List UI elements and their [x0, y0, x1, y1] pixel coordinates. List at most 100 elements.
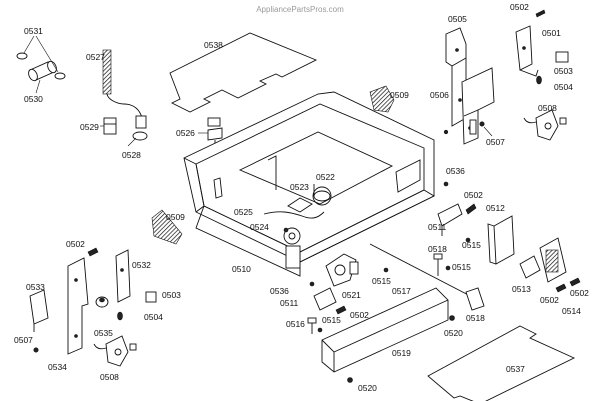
- part-0533-bracket: [29, 289, 49, 332]
- part-0502-clip-far-right: [569, 277, 581, 287]
- part-0502-screw-left: [87, 247, 99, 257]
- label-0502-bottom-right: 0502: [540, 295, 559, 305]
- label-0518-end: 0518: [466, 313, 485, 323]
- part-0506-bracket: [461, 67, 495, 145]
- label-0517: 0517: [392, 286, 411, 296]
- label-0514: 0514: [562, 306, 581, 316]
- label-0502-right: 0502: [464, 190, 483, 200]
- part-0536-screw-hinge: [309, 281, 315, 287]
- label-0502-hinge: 0502: [350, 310, 369, 320]
- label-0505: 0505: [448, 14, 467, 24]
- part-0518-screw-upper: [433, 253, 443, 276]
- label-0520-bottom: 0520: [358, 383, 377, 393]
- watermark: AppliancePartsPros.com: [256, 5, 344, 14]
- label-0513: 0513: [512, 284, 531, 294]
- label-0506: 0506: [430, 90, 449, 100]
- part-0503-clip-left: [145, 291, 157, 303]
- label-0502-far-right: 0502: [570, 288, 589, 298]
- part-labels: 0531 0530 0527 0529 0528 0538 0526 0505 …: [14, 2, 589, 393]
- part-0517-rod: [369, 243, 479, 301]
- part-0511-bracket-right: [437, 203, 463, 236]
- part-0508-latch-top: [523, 109, 567, 141]
- part-0519-kickplate: [321, 287, 449, 373]
- label-0531: 0531: [24, 26, 43, 36]
- label-0535: 0535: [94, 328, 113, 338]
- label-0511-hinge: 0511: [280, 298, 299, 308]
- label-0536-hinge: 0536: [270, 286, 289, 296]
- label-0515-mid: 0515: [452, 262, 471, 272]
- label-0508-left: 0508: [100, 372, 119, 382]
- part-0536-screw-right: [443, 181, 449, 187]
- label-0519: 0519: [392, 348, 411, 358]
- part-0504-spring-top: [536, 75, 542, 85]
- part-0516-screw: [307, 317, 317, 334]
- label-0529: 0529: [80, 122, 99, 132]
- label-0538: 0538: [204, 40, 223, 50]
- part-0534-bracket: [67, 257, 89, 355]
- part-0518-end-cap: [465, 287, 485, 311]
- part-0502-clip-right: [465, 203, 477, 215]
- label-0504-top: 0504: [554, 82, 573, 92]
- label-0508-top: 0508: [538, 103, 557, 113]
- part-0505-bracket: [445, 27, 467, 127]
- part-0522-bearing: [313, 190, 331, 202]
- label-0509-left: 0509: [166, 212, 185, 222]
- label-0534: 0534: [48, 362, 67, 372]
- label-0502-left: 0502: [66, 239, 85, 249]
- label-0511-right: 0511: [428, 222, 447, 232]
- label-0523: 0523: [290, 182, 309, 192]
- label-0522: 0522: [316, 172, 335, 182]
- part-0507-screw-small: [443, 129, 449, 135]
- label-0528: 0528: [122, 150, 141, 160]
- part-0525-cable: [263, 211, 325, 219]
- label-0525: 0525: [234, 207, 253, 217]
- label-0503-left: 0503: [162, 290, 181, 300]
- label-0536-right: 0536: [446, 166, 465, 176]
- part-0528-sensor: [127, 115, 148, 147]
- label-0515-hinge: 0515: [322, 315, 341, 325]
- part-0514-hinge-spring: [539, 237, 567, 283]
- part-0529-connector: [100, 117, 117, 135]
- part-0535-knob: [95, 296, 109, 308]
- part-0515-screw-mid: [445, 265, 451, 271]
- label-0512: 0512: [486, 203, 505, 213]
- label-0533: 0533: [26, 282, 45, 292]
- label-0526: 0526: [176, 128, 195, 138]
- part-0515-screw-hinge: [317, 327, 323, 333]
- part-0520-screw-bottom: [347, 377, 353, 383]
- part-0527-corrugated-hose: [102, 49, 143, 119]
- part-0513-hinge-right: [519, 255, 541, 279]
- part-0521-hinge: [325, 253, 359, 287]
- label-0516: 0516: [286, 319, 305, 329]
- label-0518-upper: 0518: [428, 244, 447, 254]
- part-0510-base: [183, 91, 435, 277]
- part-0512-housing: [487, 215, 515, 265]
- label-0504-left: 0504: [144, 312, 163, 322]
- label-0537: 0537: [506, 364, 525, 374]
- label-0521: 0521: [342, 290, 361, 300]
- part-0537-panel: [427, 325, 576, 401]
- label-0501: 0501: [542, 28, 561, 38]
- label-0509-top: 0509: [390, 90, 409, 100]
- label-0503-top: 0503: [554, 66, 573, 76]
- part-0507-screw-left: [33, 347, 39, 353]
- label-0507-left: 0507: [14, 335, 33, 345]
- part-0530-hose: [28, 60, 57, 82]
- part-0515-screw-right: [465, 237, 471, 243]
- part-0520-screw-right: [449, 315, 455, 321]
- part-0511-bracket-hinge: [313, 287, 337, 311]
- label-0515-right: 0515: [462, 240, 481, 250]
- label-0520-right: 0520: [444, 328, 463, 338]
- label-0510: 0510: [232, 264, 251, 274]
- label-0515-left: 0515: [372, 276, 391, 286]
- part-0538-panel: [169, 32, 318, 113]
- part-0508-latch-left: [93, 335, 137, 367]
- part-0515-screw-left: [383, 267, 389, 273]
- part-0526-screw: [198, 117, 223, 152]
- part-0501-latch-bracket: [515, 25, 539, 77]
- part-0503-clip-top: [555, 51, 569, 63]
- part-0531-clamps: [16, 35, 66, 94]
- part-0502-screw-top: [535, 9, 546, 18]
- part-0507-screw-upper: [479, 121, 493, 137]
